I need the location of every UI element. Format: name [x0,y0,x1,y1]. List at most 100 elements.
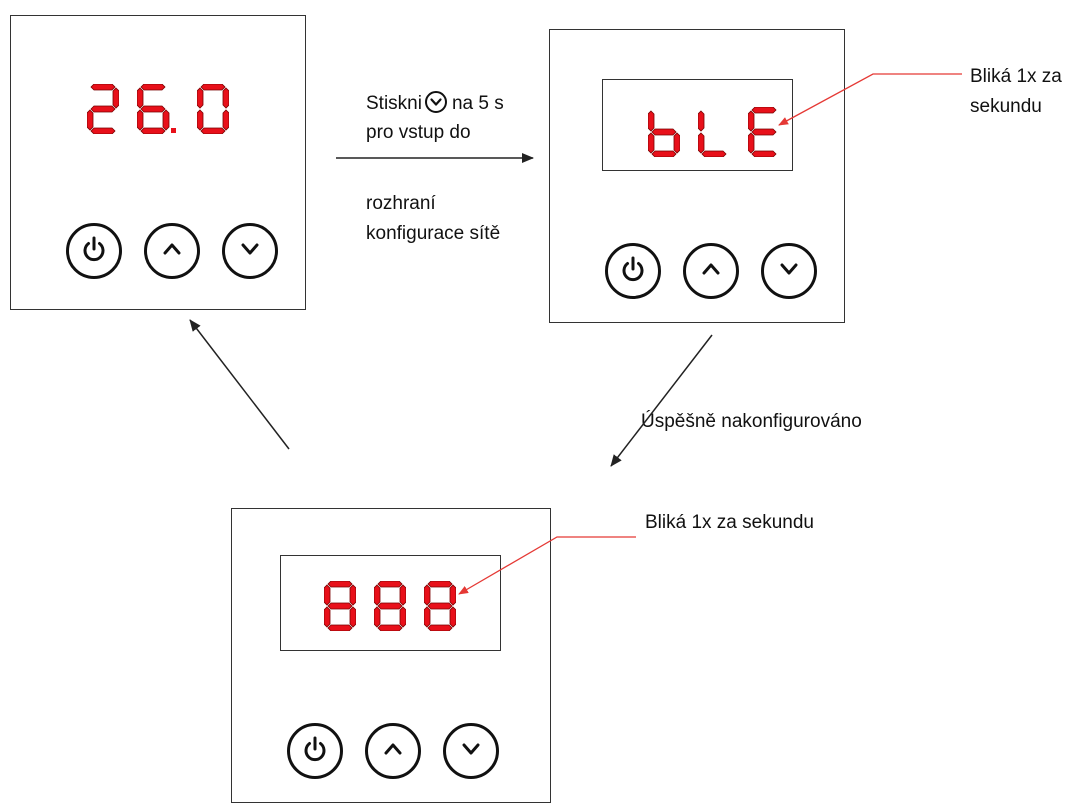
segment-c [222,109,229,131]
down-button[interactable] [443,723,499,779]
up-button[interactable] [365,723,421,779]
instruction-line-3: rozhraní [366,193,436,214]
segment-d [327,624,353,631]
segment-e [748,132,755,154]
segment-d [751,150,777,157]
segment-d [377,624,403,631]
instruction-verb: Stiskni [366,93,422,114]
segment-e [197,109,204,131]
segment-f [424,584,431,606]
segment-digit [374,581,406,631]
seven-segment-display [324,581,456,631]
segment-g [377,602,403,610]
power-icon [300,734,330,769]
segment-b [222,87,229,109]
segment-f [197,87,204,109]
segment-a [377,581,403,588]
segment-b [349,584,356,606]
segment-d [701,150,727,157]
segment-c [349,606,356,628]
segment-g [751,128,777,136]
segment-d [140,127,166,134]
segment-g [140,105,166,113]
pointer-line-test [458,536,636,595]
power-icon [618,254,648,289]
chevron-down-icon [456,734,486,769]
decimal-point [171,128,176,133]
segment-a [140,84,166,91]
segment-e [324,606,331,628]
segment-f [648,110,655,132]
thermostat-panel-normal [10,15,306,310]
segment-c [673,132,680,154]
segment-g [327,602,353,610]
instruction-duration: na 5 s [451,93,504,114]
arrow-to-test-panel [610,334,713,467]
segment-f [374,584,381,606]
segment-digit [324,581,356,631]
segment-d [651,150,677,157]
segment-digit [424,581,456,631]
power-icon [79,234,109,269]
segment-a [90,84,116,91]
up-button[interactable] [683,243,739,299]
segment-digit [648,110,680,157]
power-button[interactable] [287,723,343,779]
blink-note-test: Bliká 1x za sekundu [645,512,814,533]
segment-g [651,128,677,136]
segment-digit [137,84,176,134]
segment-b [399,584,406,606]
segment-b [112,87,119,109]
segment-a [200,84,226,91]
segment-d [90,127,116,134]
segment-c [449,606,456,628]
segment-f [698,110,705,132]
segment-f [324,584,331,606]
segment-c [162,109,170,131]
instruction-line-2: pro vstup do [366,122,471,143]
instruction-line-1: Stiskni na 5 s [366,91,504,116]
arrow-back-to-normal-panel [189,319,290,450]
thermostat-panel-test [231,508,551,803]
button-row [66,223,278,279]
segment-a [751,107,777,114]
chevron-down-icon [774,254,804,289]
segment-digit [197,84,229,134]
segment-e [698,132,705,154]
segment-e [424,606,431,628]
segment-e [87,109,94,131]
segment-d [200,127,226,134]
seven-segment-display [648,107,780,157]
seven-segment-display [87,84,229,134]
up-button[interactable] [144,223,200,279]
success-label: Úspěšně nakonfigurováno [641,411,862,432]
button-row [605,243,817,299]
segment-e [137,109,144,131]
segment-f [137,87,144,109]
thermostat-panel-ble [549,29,845,323]
chevron-down-icon [235,234,265,269]
instruction-line-4: konfigurace sítě [366,223,501,244]
button-row [287,723,499,779]
segment-b [449,584,456,606]
power-button[interactable] [605,243,661,299]
down-button[interactable] [222,223,278,279]
chevron-up-icon [696,254,726,289]
segment-f [748,110,755,132]
power-button[interactable] [66,223,122,279]
segment-c [399,606,406,628]
segment-a [427,581,453,588]
segment-g [90,105,116,113]
chevron-up-icon [378,734,408,769]
down-button[interactable] [761,243,817,299]
pointer-line-ble [778,73,962,126]
chevron-down-icon [424,91,447,113]
segment-a [327,581,353,588]
segment-digit [748,107,777,157]
segment-d [427,624,453,631]
chevron-up-icon [157,234,187,269]
segment-e [374,606,381,628]
